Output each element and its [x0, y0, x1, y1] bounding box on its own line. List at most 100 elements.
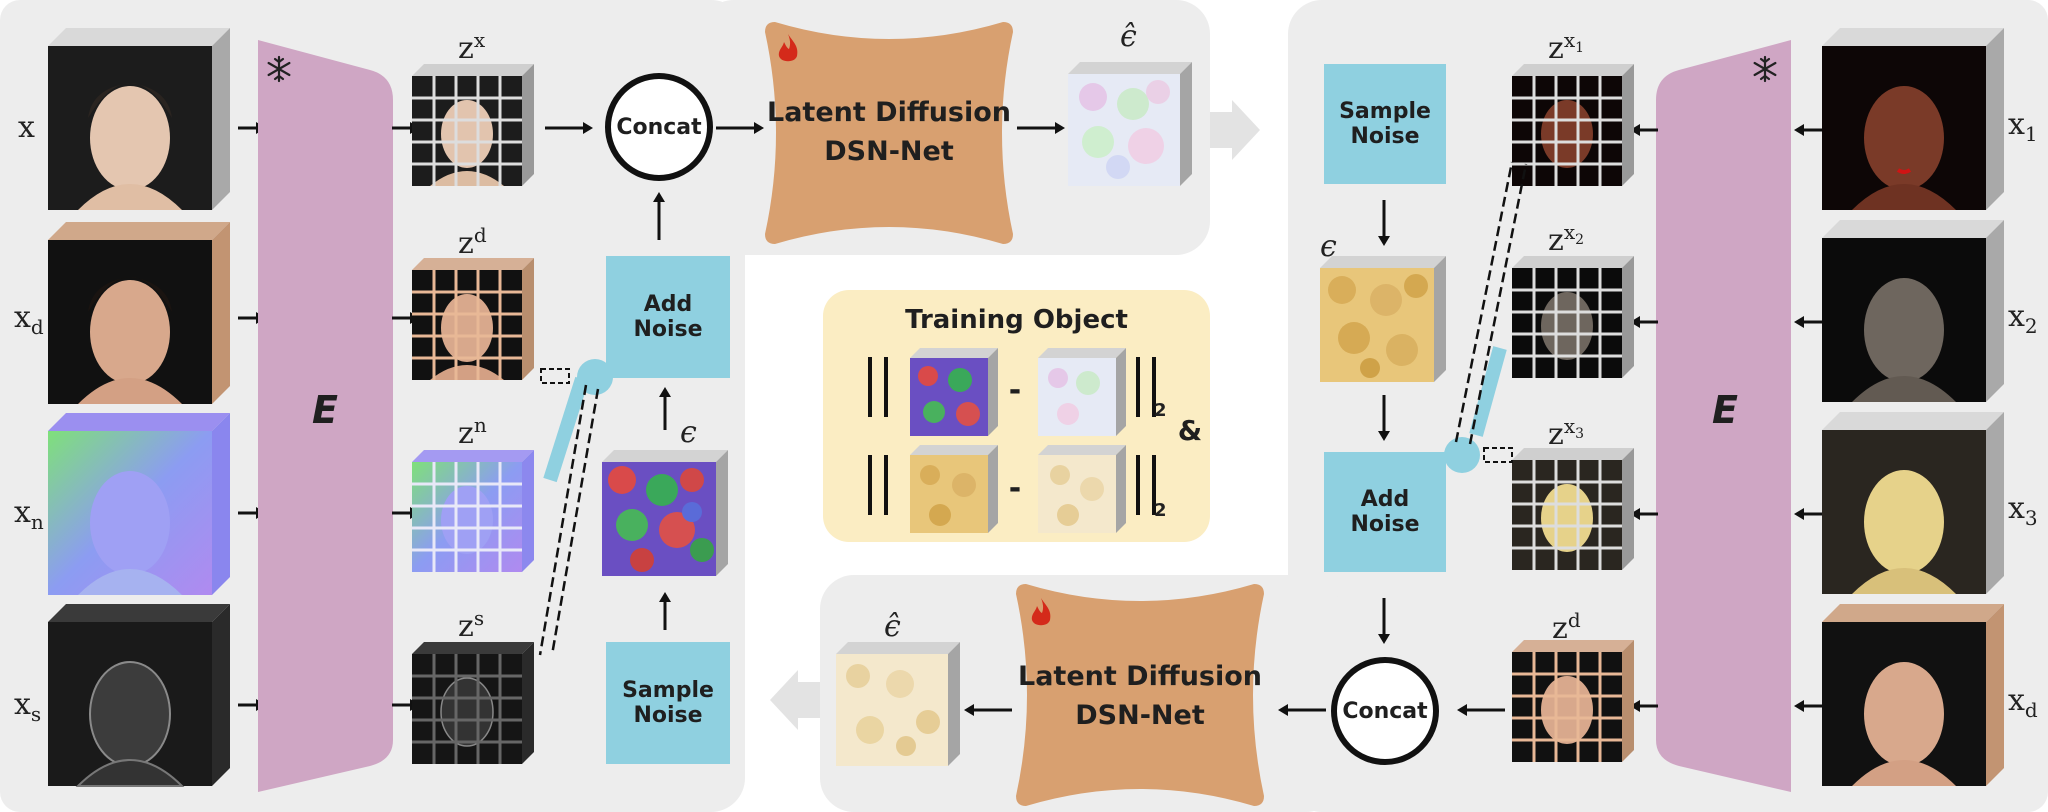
norm-bars-1-right [1136, 357, 1156, 417]
flame-icon-right [1031, 598, 1051, 626]
input-image-x1 [1822, 28, 2004, 210]
concat-right-circle [1331, 657, 1439, 765]
add-noise-right-box [1324, 452, 1446, 572]
label-zd-right: zd [1552, 608, 1581, 646]
epsilon-hat-left-label: ϵ̂ [1120, 19, 1137, 54]
switch-left [538, 359, 613, 656]
epsilon-left-label: ϵ [680, 415, 697, 450]
input-image-xn [48, 413, 230, 595]
noise-cube-right [1320, 256, 1446, 382]
arrow-concat-net-right [1278, 704, 1326, 716]
net-left-shape [765, 22, 1013, 244]
add-noise-right-label: Add Noise [1350, 487, 1420, 537]
input-image-xd-right [1822, 604, 2004, 786]
input-image-x3 [1822, 412, 2004, 594]
latent-zn [412, 450, 534, 572]
label-x3: x3 [2008, 491, 2038, 530]
latent-zx1 [1512, 64, 1634, 186]
latent-zx2 [1512, 256, 1634, 378]
flame-icon [778, 34, 798, 62]
arrow-encoder-zx3 [1630, 508, 1658, 520]
norm-bars-2-right [1136, 455, 1156, 515]
training-noise-cube-2 [910, 445, 998, 533]
training-minus-2: - [1008, 470, 1022, 506]
norm-bars-1-left [868, 357, 888, 417]
label-zx: zx [458, 28, 486, 66]
label-x: x [18, 110, 35, 145]
encoder-right [1656, 40, 1791, 792]
noise-pred-cube-right [836, 642, 960, 766]
sample-noise-right-box [1324, 64, 1446, 184]
arrow-addnoise-concat-right [1378, 598, 1390, 644]
epsilon-right-label: ϵ [1320, 229, 1337, 264]
label-zs: zs [458, 606, 485, 644]
snowflake-icon-right [1753, 55, 1777, 83]
label-zx2: zx2 [1548, 220, 1585, 258]
latent-zd-right [1512, 640, 1634, 762]
label-xs: xs [14, 687, 42, 726]
sample-noise-left-label: Sample Noise [622, 678, 714, 728]
arrow-x1-to-encoder [1794, 124, 1822, 136]
norm-bars-2-left [868, 455, 888, 515]
flow-arrow-right [1210, 100, 1260, 160]
training-amp: & [1177, 413, 1203, 447]
training-pred-cube-1 [1038, 348, 1126, 436]
arrow-concat-net [716, 122, 764, 134]
training-minus-1: - [1008, 372, 1022, 408]
arrow-zd-concat-right [1457, 704, 1505, 716]
noise-pred-cube-left [1068, 62, 1192, 186]
input-image-x [48, 28, 230, 210]
arrow-sample-epsilon-right [1378, 200, 1390, 246]
sample-noise-right-label: Sample Noise [1339, 99, 1431, 149]
concat-right-label: Concat [1342, 698, 1428, 724]
training-pred-cube-2 [1038, 445, 1126, 533]
training-title: Training Object [905, 305, 1128, 335]
add-noise-left-box [606, 256, 730, 378]
flow-arrow-left [770, 670, 820, 730]
arrow-epsilon-addnoise [659, 387, 671, 430]
encoder-left [258, 40, 393, 792]
latent-zs [412, 642, 534, 764]
label-zx1: zx1 [1548, 28, 1585, 66]
input-image-xd [48, 222, 230, 404]
latent-zx [412, 64, 534, 186]
label-xd: xd [14, 300, 44, 339]
concat-left-circle [605, 73, 713, 181]
snowflake-icon [267, 55, 291, 83]
add-noise-left-label: Add Noise [633, 292, 703, 342]
concat-left-label: Concat [616, 114, 702, 140]
arrow-addnoise-concat [653, 192, 665, 240]
sample-noise-left-box [606, 642, 730, 764]
switch-right [1444, 161, 1528, 473]
arrow-xd-right-to-encoder [1794, 700, 1822, 712]
label-x1: x1 [2008, 107, 2038, 146]
noise-cube-left [602, 450, 728, 576]
arrow-sample-epsilon-left [659, 592, 671, 630]
encoder-right-label: E [1712, 388, 1738, 432]
label-zx3: zx3 [1548, 414, 1585, 452]
arrow-zx-concat [545, 122, 593, 134]
label-xd-right: xd [2008, 683, 2038, 722]
latent-zx3 [1512, 448, 1634, 570]
norm-sub-1: 2 [1154, 400, 1167, 421]
net-right-shape [1016, 584, 1264, 806]
input-image-xs [48, 604, 230, 787]
arrow-net-epshat [1017, 122, 1065, 134]
arrow-x3-to-encoder [1794, 508, 1822, 520]
label-zn: zn [458, 413, 487, 451]
arrow-x2-to-encoder [1794, 316, 1822, 328]
arrow-epsilon-addnoise-right [1378, 395, 1390, 441]
epsilon-hat-right-label: ϵ̂ [884, 609, 901, 644]
input-image-x2 [1822, 220, 2004, 402]
arrow-encoder-zx2 [1630, 316, 1658, 328]
arrow-encoder-zx1 [1630, 124, 1658, 136]
norm-sub-2: 2 [1154, 500, 1167, 521]
label-xn: xn [14, 495, 44, 534]
encoder-left-label: E [312, 388, 338, 432]
net-left-label: Latent Diffusion DSN-Net [766, 96, 1012, 167]
arrow-encoder-zd-right [1630, 700, 1658, 712]
latent-zd [412, 258, 534, 380]
training-noise-cube-1 [910, 348, 998, 436]
net-right-label: Latent Diffusion DSN-Net [1017, 660, 1263, 731]
label-x2: x2 [2008, 299, 2038, 338]
